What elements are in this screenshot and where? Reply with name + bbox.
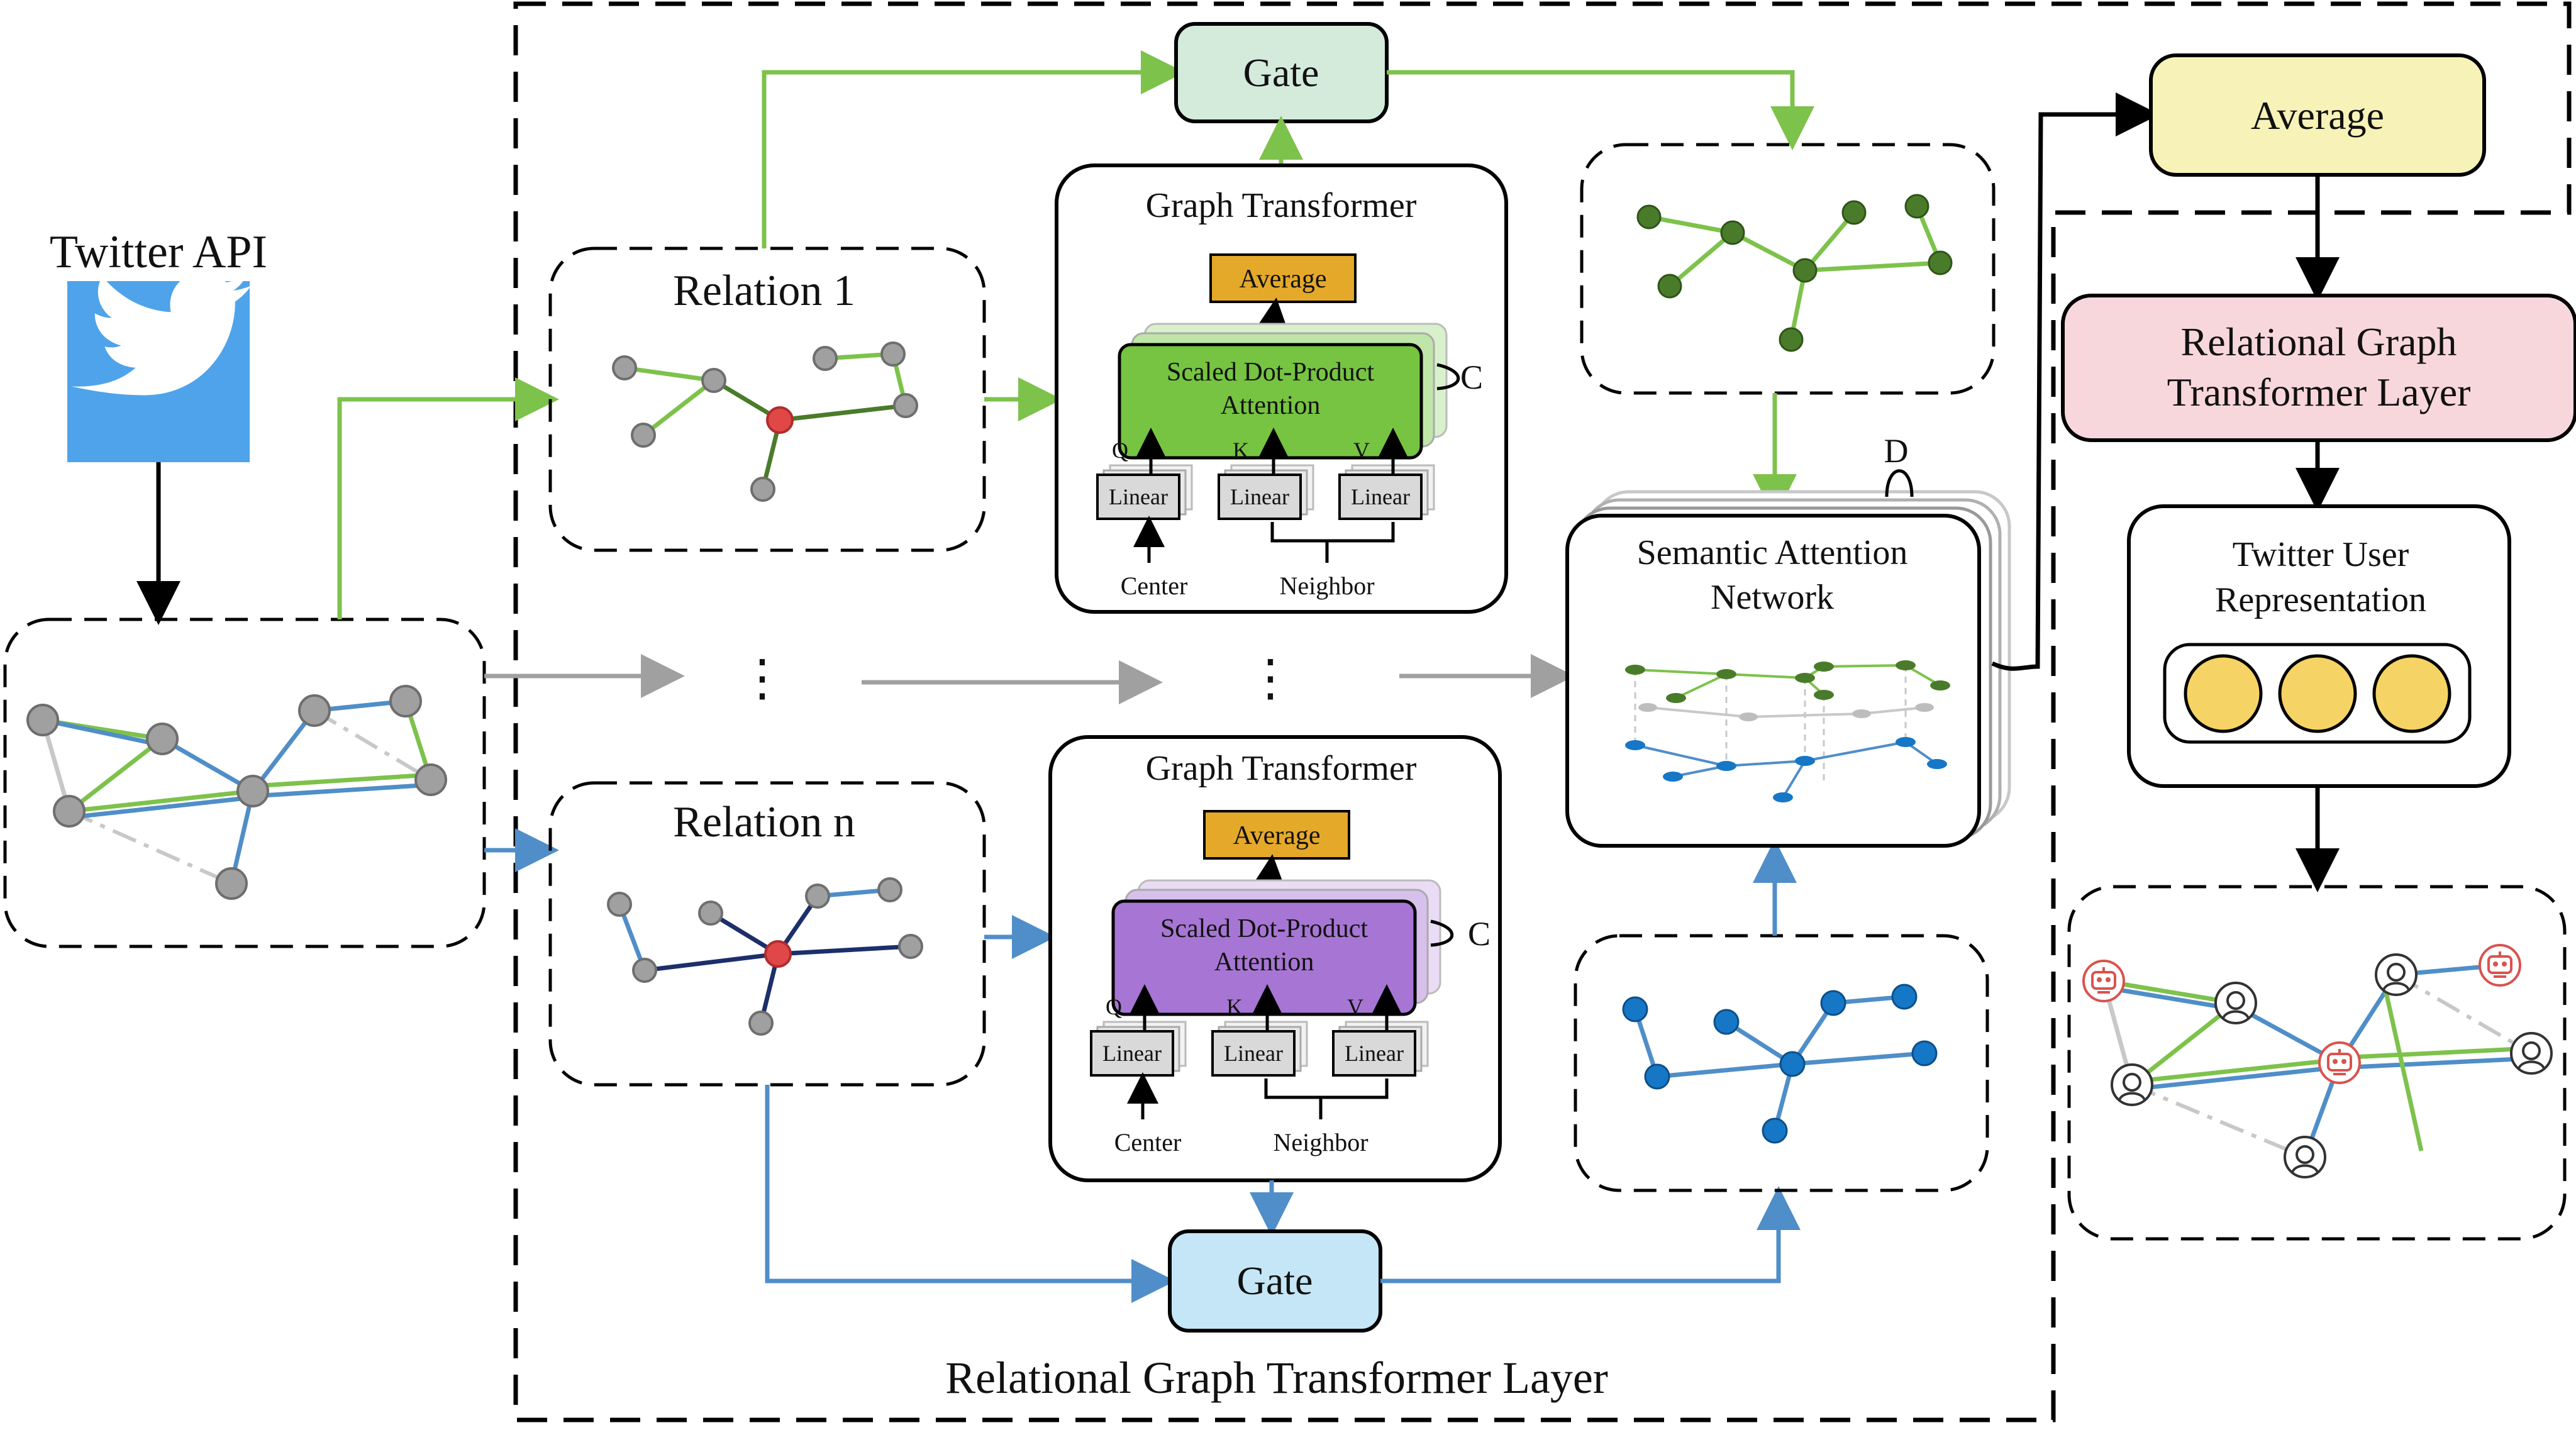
human-face-icon xyxy=(2214,982,2257,1024)
center-bottom: Center xyxy=(1114,1128,1182,1156)
semantic-to-average-arrow xyxy=(1991,92,2160,671)
relation-n-output-box xyxy=(1574,934,1989,1192)
linear-layers-bottom xyxy=(1090,1021,1429,1077)
output-graph-box xyxy=(2067,885,2567,1241)
v-top: V xyxy=(1353,438,1370,463)
human-face-icon xyxy=(2111,1063,2153,1106)
semantic-d: D xyxy=(1884,432,1909,470)
neighbor-bottom: Neighbor xyxy=(1273,1128,1368,1156)
attention-top-c: C xyxy=(1460,358,1483,396)
relation-1-graph xyxy=(612,341,918,502)
user-rep-line2: Representation xyxy=(2215,580,2426,619)
relation-1-box xyxy=(548,247,986,552)
gate-bottom-label: Gate xyxy=(1237,1258,1313,1303)
relation-1-output-box xyxy=(1580,143,1996,395)
relation-n-output-graph xyxy=(1622,984,1938,1144)
k-bottom: K xyxy=(1226,994,1243,1019)
input-graph xyxy=(26,685,447,900)
rgt-layer-box xyxy=(2061,294,2576,442)
linear-v-bottom: Linear xyxy=(1345,1041,1404,1066)
ellipsis-middle: ⋮ xyxy=(1245,651,1296,706)
relation-n-label: Relation n xyxy=(673,798,855,846)
human-face-icon xyxy=(2375,953,2418,996)
q-top: Q xyxy=(1112,438,1128,463)
attention-bottom-c: C xyxy=(1468,915,1491,953)
graph-transformer-top: Graph Transformer Average Scaled Dot-Pro… xyxy=(1055,164,1508,614)
graph-transformer-top-average: Average xyxy=(1239,265,1326,294)
graph-transformer-bottom-average: Average xyxy=(1233,821,1320,850)
bot-face-icon xyxy=(2479,944,2521,987)
relation-1-output-graph xyxy=(1636,194,1953,352)
final-average-label: Average xyxy=(2251,93,2384,138)
linear-q-bottom: Linear xyxy=(1102,1041,1162,1066)
semantic-title-line2: Network xyxy=(1711,578,1834,617)
input-graph-box xyxy=(3,618,486,948)
bot-face-icon xyxy=(2318,1041,2361,1084)
relation-n-box xyxy=(548,781,986,1087)
linear-layers-top xyxy=(1096,464,1435,520)
graph-transformer-top-title: Graph Transformer xyxy=(1146,186,1417,225)
output-graph xyxy=(2101,963,2533,1159)
input-to-relation1-arrow xyxy=(337,377,559,619)
attention-bottom-line2: Attention xyxy=(1214,948,1314,977)
linear-q-top: Linear xyxy=(1109,484,1168,509)
rgt-layer-line1: Relational Graph xyxy=(2181,319,2457,364)
linear-v-top: Linear xyxy=(1351,484,1410,509)
attention-top-line2: Attention xyxy=(1221,391,1321,420)
attention-bottom-line1: Scaled Dot-Product xyxy=(1160,914,1368,943)
rgt-layer-line2: Transformer Layer xyxy=(2167,370,2471,414)
q-bottom: Q xyxy=(1106,994,1122,1019)
semantic-title-line1: Semantic Attention xyxy=(1637,533,1908,572)
relation-1-label: Relation 1 xyxy=(673,267,855,315)
rgt-layer-caption: Relational Graph Transformer Layer xyxy=(945,1353,1608,1403)
linear-k-top: Linear xyxy=(1230,484,1289,509)
user-representation: Twitter User Representation xyxy=(2127,504,2511,788)
gate-bottom-to-output-arrow xyxy=(1380,1186,1801,1283)
rgt-layer-frame xyxy=(513,1,2572,1422)
human-face-icon xyxy=(2510,1032,2553,1075)
v-bottom: V xyxy=(1347,994,1363,1019)
twitter-bird-icon xyxy=(67,272,251,462)
bot-face-icon xyxy=(2082,960,2125,1002)
graph-transformer-bottom: Graph Transformer Average Scaled Dot-Pro… xyxy=(1048,735,1502,1182)
relation-n-graph xyxy=(607,877,923,1036)
human-face-icon xyxy=(2284,1136,2326,1178)
stacked-graph xyxy=(1625,660,1950,802)
neighbor-top: Neighbor xyxy=(1279,572,1374,600)
semantic-attention-network: D Semantic Attention Network xyxy=(1565,432,2011,848)
attention-top-line1: Scaled Dot-Product xyxy=(1167,358,1374,387)
center-top: Center xyxy=(1121,572,1188,600)
twitter-api-label: Twitter API xyxy=(50,226,267,278)
ellipsis-left: ⋮ xyxy=(737,651,787,706)
user-rep-line1: Twitter User xyxy=(2233,535,2409,574)
gate-top-label: Gate xyxy=(1243,50,1319,95)
graph-transformer-bottom-title: Graph Transformer xyxy=(1146,749,1417,788)
relation-n-to-gate-arrow xyxy=(765,1085,1175,1303)
linear-k-bottom: Linear xyxy=(1224,1041,1283,1066)
gate-to-relation1-output-arrow xyxy=(1387,70,1814,150)
k-top: K xyxy=(1233,438,1249,463)
relation1-to-gate-arrow xyxy=(762,50,1185,248)
